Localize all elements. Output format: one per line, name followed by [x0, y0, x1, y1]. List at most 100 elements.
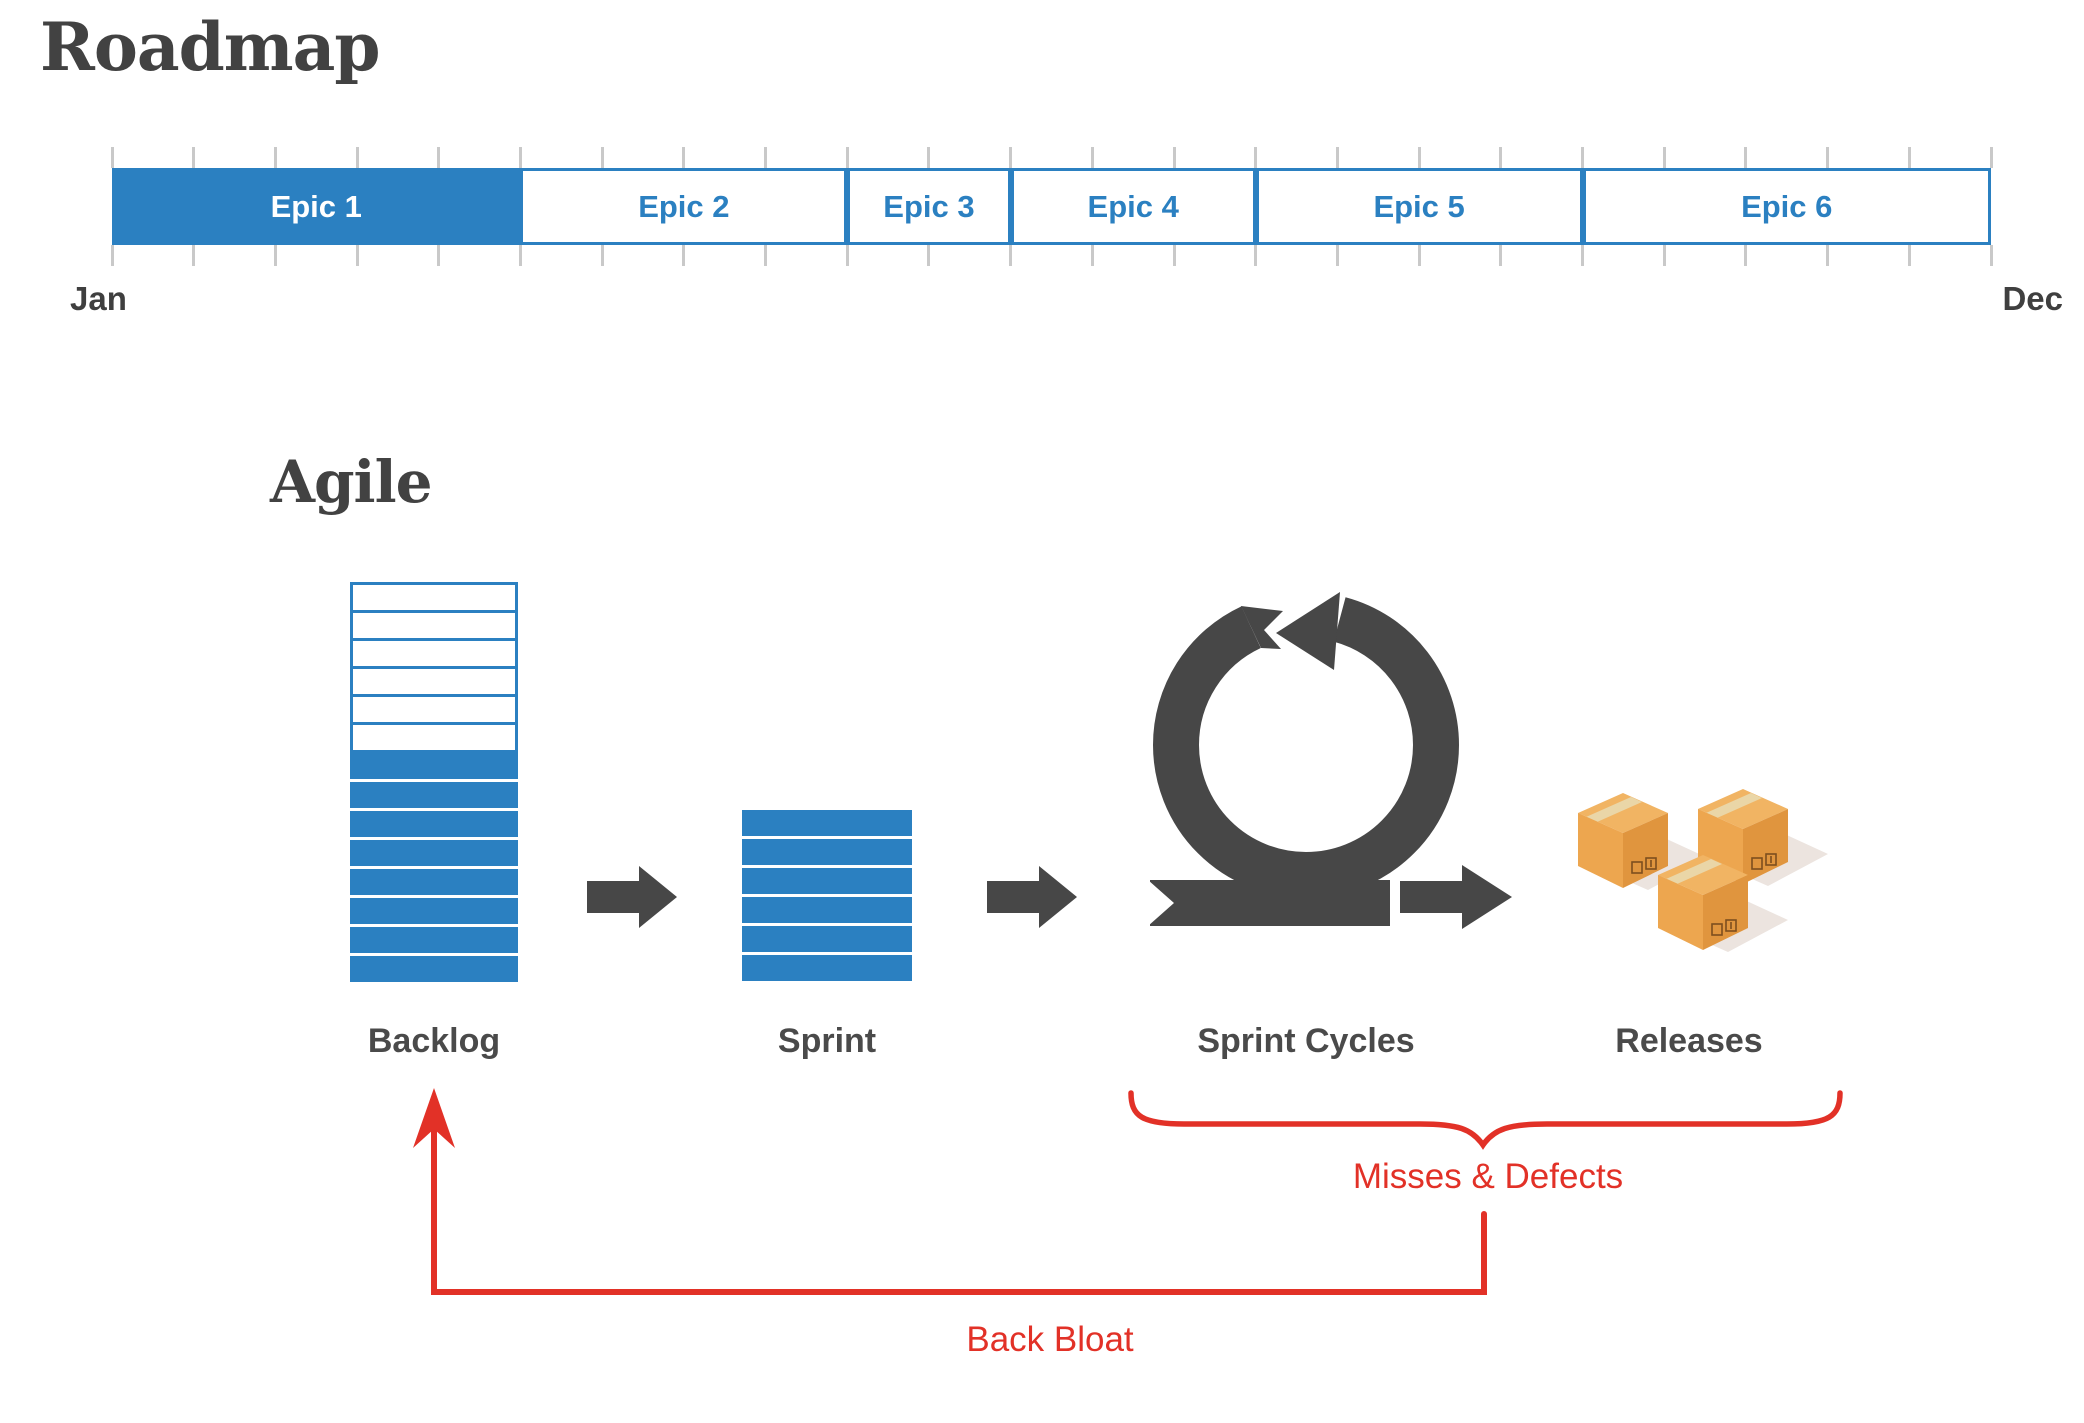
timeline-tick	[273, 245, 277, 266]
roadmap-title: Roadmap	[40, 8, 381, 86]
stage-label-sprint: Sprint	[777, 1022, 877, 1060]
timeline-tick	[1662, 147, 1666, 168]
timeline-tick	[845, 147, 849, 168]
timeline-tick	[192, 147, 196, 168]
story-row-filled	[350, 956, 518, 982]
timeline-tick	[355, 147, 359, 168]
timeline-tick	[1009, 245, 1013, 266]
epic-label: Epic 6	[1741, 188, 1833, 224]
timeline-tick	[1826, 245, 1830, 266]
timeline-tick	[845, 245, 849, 266]
timeline-tick	[1499, 245, 1503, 266]
epic-segment-6: Epic 6	[1582, 168, 1991, 245]
timeline-tick	[1581, 245, 1585, 266]
timeline-tick	[682, 147, 686, 168]
epic-segment-4: Epic 4	[1010, 168, 1256, 245]
release-boxes-icon	[1578, 789, 1828, 952]
story-row-outlined	[350, 638, 518, 669]
sprint-cycle-icon	[1150, 592, 1512, 929]
story-row-outlined	[350, 582, 518, 613]
story-row-filled	[350, 782, 518, 808]
timeline-tick	[1499, 147, 1503, 168]
timeline-tick	[927, 245, 931, 266]
timeline-tick	[1989, 147, 1993, 168]
sprint-stack	[742, 810, 912, 984]
timeline-tick	[518, 147, 522, 168]
story-row-outlined	[350, 694, 518, 725]
timeline-tick	[1172, 147, 1176, 168]
story-row-filled	[350, 927, 518, 953]
story-row-filled	[742, 897, 912, 923]
feedback-arrowhead	[413, 1088, 455, 1148]
timeline-tick	[1744, 147, 1748, 168]
timeline-tick	[1417, 245, 1421, 266]
right-arrow-icon	[987, 866, 1077, 928]
epic-label: Epic 4	[1087, 188, 1179, 224]
back-bloat-label: Back Bloat	[966, 1320, 1134, 1359]
story-row-filled	[742, 839, 912, 865]
timeline-tick	[192, 245, 196, 266]
timeline-end-label: Dec	[2002, 280, 2063, 317]
story-row-filled	[350, 753, 518, 779]
epic-segment-5: Epic 5	[1255, 168, 1583, 245]
story-row-filled	[350, 811, 518, 837]
cardboard-box	[1658, 855, 1748, 950]
stage-label-backlog: Backlog	[367, 1022, 501, 1060]
timeline-tick	[1254, 147, 1258, 168]
timeline-tick	[273, 147, 277, 168]
timeline-tick	[1907, 147, 1911, 168]
timeline-tick	[600, 147, 604, 168]
epic-label: Epic 2	[638, 188, 730, 224]
story-row-filled	[350, 869, 518, 895]
epic-segment-3: Epic 3	[847, 168, 1011, 245]
timeline-tick	[764, 147, 768, 168]
timeline-tick	[1417, 147, 1421, 168]
story-row-filled	[742, 955, 912, 981]
feedback-arrow-path	[431, 1095, 1487, 1295]
timeline-tick	[110, 245, 114, 266]
story-row-filled	[742, 810, 912, 836]
story-row-filled	[742, 868, 912, 894]
epic-segment-2: Epic 2	[520, 168, 848, 245]
timeline-tick	[1581, 147, 1585, 168]
agile-title: Agile	[270, 448, 433, 516]
timeline-tick	[1826, 147, 1830, 168]
timeline-tick	[1989, 245, 1993, 266]
story-row-filled	[350, 840, 518, 866]
cardboard-box	[1578, 793, 1668, 888]
misses-defects-label: Misses & Defects	[1352, 1157, 1624, 1196]
epic-label: Epic 5	[1373, 188, 1465, 224]
timeline-tick	[110, 147, 114, 168]
timeline-tick	[600, 245, 604, 266]
epic-label: Epic 3	[883, 188, 975, 224]
timeline-tick	[1907, 245, 1911, 266]
timeline-tick	[355, 245, 359, 266]
epic-segment-1: Epic 1	[112, 168, 521, 245]
story-row-outlined	[350, 610, 518, 641]
timeline-tick	[927, 147, 931, 168]
right-arrow-icon	[587, 866, 677, 928]
timeline-tick	[1662, 245, 1666, 266]
stage-label-releases: Releases	[1615, 1022, 1763, 1060]
timeline-tick	[518, 245, 522, 266]
timeline-tick	[1335, 245, 1339, 266]
backlog-stack	[350, 582, 518, 985]
timeline-tick	[764, 245, 768, 266]
story-row-filled	[742, 926, 912, 952]
timeline-tick	[1090, 147, 1094, 168]
stage-label-sprint-cycles: Sprint Cycles	[1197, 1022, 1415, 1060]
story-row-outlined	[350, 666, 518, 697]
timeline-tick	[1090, 245, 1094, 266]
timeline-tick	[437, 245, 441, 266]
timeline-tick	[1744, 245, 1748, 266]
timeline-tick	[1254, 245, 1258, 266]
timeline-tick	[682, 245, 686, 266]
timeline-tick	[437, 147, 441, 168]
story-row-outlined	[350, 722, 518, 753]
timeline-tick	[1335, 147, 1339, 168]
timeline-tick	[1172, 245, 1176, 266]
misses-defects-brace	[1128, 1090, 1843, 1150]
timeline-tick	[1009, 147, 1013, 168]
timeline-start-label: Jan	[70, 280, 127, 317]
